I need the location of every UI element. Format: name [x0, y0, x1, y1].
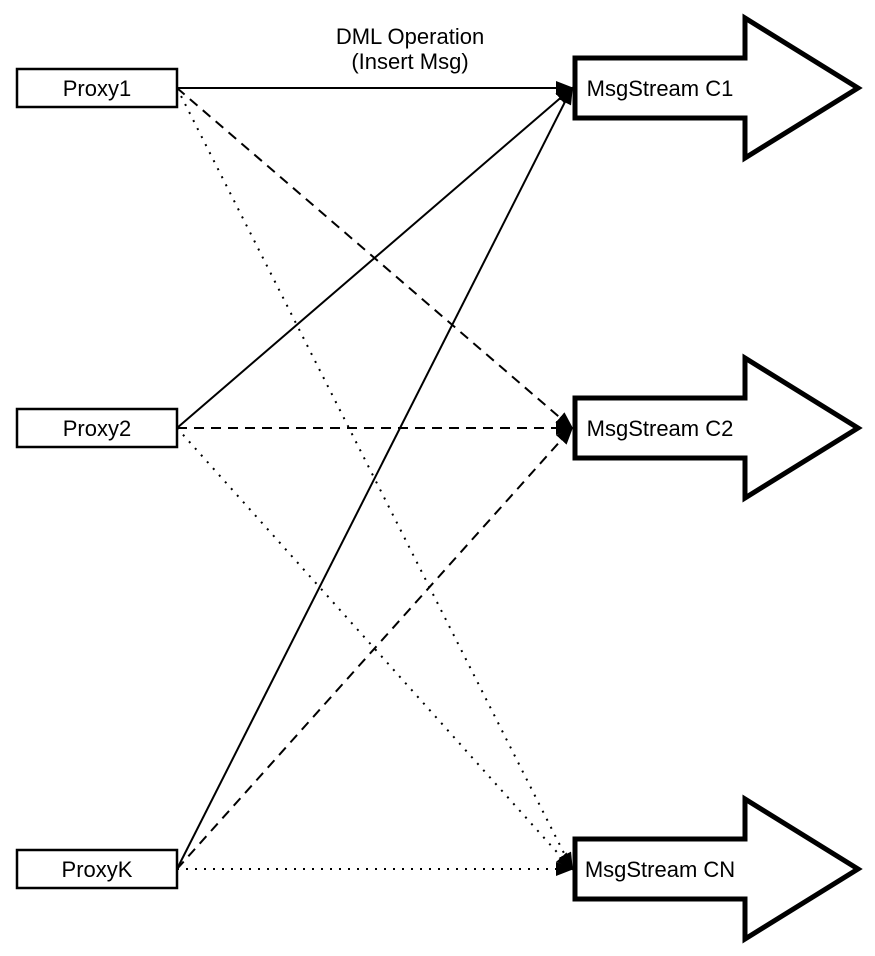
diagram-title-line1: DML Operation: [336, 24, 484, 49]
proxy-label-proxy1: Proxy1: [63, 76, 131, 101]
proxy-label-proxyk: ProxyK: [62, 857, 133, 882]
block-arrow-icon-c1: [572, 13, 863, 163]
block-arrow-icon-cn: [572, 794, 863, 944]
edge-proxy1-to-cn-dotted: [176, 87, 573, 871]
proxy-node-proxy1: Proxy1: [15, 67, 179, 109]
stream-node-c2: MsgStream C2: [572, 353, 863, 503]
edge-proxy1-to-c2-dashed: [176, 87, 574, 430]
stream-node-cn: MsgStream CN: [572, 794, 863, 944]
proxy-label-proxy2: Proxy2: [63, 416, 131, 441]
stream-node-c1: MsgStream C1: [572, 13, 863, 163]
proxy-box-proxy1: [15, 67, 179, 109]
proxy-box-proxyk: [15, 848, 179, 890]
edge-proxyk-to-c2-dashed: [176, 426, 574, 870]
edges-layer: [176, 81, 574, 876]
edge-proxyk-to-c1-solid: [176, 86, 573, 870]
proxy-node-proxy2: Proxy2: [15, 407, 179, 449]
stream-label-c2: MsgStream C2: [587, 416, 734, 441]
diagram-title-line2: (Insert Msg): [351, 49, 468, 74]
block-arrow-icon-c2: [572, 353, 863, 503]
stream-label-c1: MsgStream C1: [587, 76, 734, 101]
stream-label-cn: MsgStream CN: [585, 857, 735, 882]
proxy-node-proxyk: ProxyK: [15, 848, 179, 890]
proxy-box-proxy2: [15, 407, 179, 449]
